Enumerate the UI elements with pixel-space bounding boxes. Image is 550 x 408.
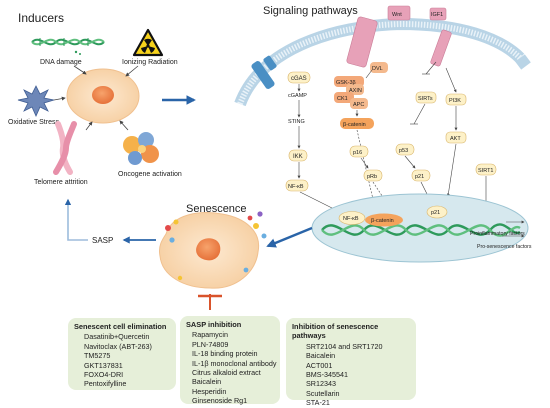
list-item: Baicalein bbox=[306, 351, 336, 361]
senescence-title: Senescence bbox=[186, 203, 247, 215]
svg-text:p53: p53 bbox=[399, 148, 408, 154]
svg-text:GSK-3β: GSK-3β bbox=[336, 80, 356, 86]
list-item: IL-18 binding protein bbox=[192, 349, 258, 359]
list-item: BMS-345541 bbox=[306, 370, 348, 380]
cgamp-label: cGAMP bbox=[288, 93, 307, 99]
inducer-oncogene-activation-label: Oncogene activation bbox=[118, 171, 182, 178]
svg-text:AKT: AKT bbox=[450, 136, 461, 142]
inducer-oxidative-stress-label: Oxidative Stress bbox=[8, 119, 59, 126]
list-item: Dasatinib+Quercetin bbox=[84, 332, 150, 342]
nucleus-region bbox=[311, 193, 529, 263]
wnt-arrows bbox=[355, 69, 376, 209]
sasp-inhibition-box: SASP inhibition Rapamycin PLN-74809 IL-1… bbox=[180, 316, 280, 406]
akt-node: AKT bbox=[445, 131, 467, 144]
igf1r-receptor bbox=[429, 7, 452, 67]
sirts-node: SIRTs bbox=[415, 91, 437, 104]
list-item: Scutellarin bbox=[306, 388, 340, 398]
p21-cytoplasm-node: p21 bbox=[411, 169, 431, 182]
ikk-node: IKK bbox=[288, 149, 308, 162]
telomere-attrition-icon bbox=[53, 121, 77, 175]
normal-cell-icon bbox=[66, 68, 140, 124]
svg-text:cGAS: cGAS bbox=[291, 76, 307, 82]
sasp-label: SASP bbox=[92, 236, 113, 245]
ionizing-radiation-icon bbox=[132, 28, 164, 57]
beta-catenin-nuclear-node: β-catenin bbox=[365, 213, 403, 227]
list-item: Rapamycin bbox=[192, 330, 228, 340]
list-item: Pentoxifylline bbox=[84, 379, 127, 389]
inducer-dna-damage-label: DNA damage bbox=[40, 59, 82, 66]
pro-senescence-factors-label: Pro-senescence factors bbox=[477, 244, 532, 250]
list-item: Hesperidin bbox=[192, 386, 227, 396]
sasp-inhibition-title: SASP inhibition bbox=[186, 320, 242, 329]
signaling-to-senescence-arrow bbox=[266, 226, 313, 248]
list-item: ACT001 bbox=[306, 360, 333, 370]
nfkb-cytoplasm-node: NF-κB bbox=[285, 179, 309, 192]
inducers-title: Inducers bbox=[18, 11, 64, 25]
list-item: STA-21 bbox=[306, 398, 330, 408]
cgas-chain-arrows bbox=[297, 84, 341, 213]
sting-label: STING bbox=[288, 119, 305, 125]
beta-catenin-node: β-catenin bbox=[340, 118, 374, 129]
p16-node: p16 bbox=[349, 145, 369, 158]
svg-text:β-catenin: β-catenin bbox=[371, 218, 394, 224]
svg-text:IKK: IKK bbox=[293, 154, 303, 160]
nfkb-nuclear-node: NF-κB bbox=[338, 211, 366, 225]
svg-text:DVL: DVL bbox=[372, 66, 383, 72]
igf-arrows bbox=[410, 61, 458, 197]
list-item: FOXO4-DRI bbox=[84, 370, 124, 380]
svg-text:CK1: CK1 bbox=[337, 96, 348, 102]
wnt-label: Wnt bbox=[392, 12, 402, 18]
svg-text:p21: p21 bbox=[431, 210, 440, 216]
inducer-arrows bbox=[53, 65, 139, 131]
svg-text:NF-κB: NF-κB bbox=[343, 216, 359, 222]
oxidative-stress-icon bbox=[17, 85, 55, 117]
senescent-cell-icon bbox=[159, 211, 267, 289]
inhibition-of-senescence-pathways-title: Inhibition of senescence pathways bbox=[292, 322, 379, 341]
list-item: Ginsenoside Rg1 bbox=[192, 396, 248, 406]
list-item: GKT137831 bbox=[84, 360, 123, 370]
dna-damage-icon bbox=[31, 38, 105, 55]
svg-text:PI3K: PI3K bbox=[449, 98, 461, 104]
list-item: SR12343 bbox=[306, 379, 336, 389]
igf1-label: IGF1 bbox=[431, 12, 443, 18]
pi3k-node: PI3K bbox=[445, 93, 467, 106]
inducer-ionizing-radiation-label: Ionizing Radiation bbox=[122, 59, 178, 66]
list-item: Citrus alkaloid extract bbox=[192, 368, 261, 378]
dna-sensor-receptor bbox=[251, 55, 277, 89]
list-item: Baicalein bbox=[192, 377, 222, 387]
list-item: TM5275 bbox=[84, 351, 111, 361]
svg-text:AXIN: AXIN bbox=[349, 88, 362, 94]
cgas-node: cGAS bbox=[287, 71, 311, 84]
frizzled-receptor bbox=[346, 5, 411, 68]
p53-node: p53 bbox=[395, 143, 415, 156]
proinflammatory-factors-label: Proinflammatory factors bbox=[470, 231, 525, 237]
svg-text:p16: p16 bbox=[353, 150, 362, 156]
list-item: PLN-74809 bbox=[192, 339, 229, 349]
p21-nuclear-node: p21 bbox=[426, 205, 448, 219]
list-item: IL-1β monoclonal antibody bbox=[192, 358, 277, 368]
senescent-cell-elimination-box: Senescent cell elimination Dasatinib+Que… bbox=[68, 318, 176, 390]
prb-node: pRb bbox=[363, 169, 383, 182]
dvl-node: DVL bbox=[370, 62, 388, 73]
svg-text:β-catenin: β-catenin bbox=[343, 122, 366, 128]
destruction-complex: GSK-3β AXIN CK1 APC bbox=[334, 76, 368, 109]
svg-text:p21: p21 bbox=[415, 174, 424, 180]
svg-text:SIRT1: SIRT1 bbox=[478, 168, 494, 174]
svg-text:APC: APC bbox=[353, 102, 364, 108]
signaling-title: Signaling pathways bbox=[263, 5, 358, 17]
list-item: Navitoclax (ABT-263) bbox=[84, 341, 152, 351]
sirt1-node: SIRT1 bbox=[475, 163, 497, 176]
inhibition-of-senescence-pathways-box: Inhibition of senescence pathways SRT210… bbox=[286, 318, 416, 407]
oncogene-activation-icon bbox=[123, 132, 159, 165]
list-item: SRT2104 and SRT1720 bbox=[306, 341, 383, 351]
sasp-feedback-arrow bbox=[64, 198, 88, 241]
inhibition-marker bbox=[198, 294, 222, 310]
nucleus-output-arrows bbox=[502, 220, 525, 238]
svg-text:pRb: pRb bbox=[367, 174, 377, 180]
svg-text:NF-κB: NF-κB bbox=[288, 184, 304, 190]
svg-text:SIRTs: SIRTs bbox=[418, 96, 433, 102]
senescent-cell-elimination-title: Senescent cell elimination bbox=[74, 322, 167, 331]
inducer-telomere-attrition-label: Telomere attrition bbox=[34, 179, 88, 186]
